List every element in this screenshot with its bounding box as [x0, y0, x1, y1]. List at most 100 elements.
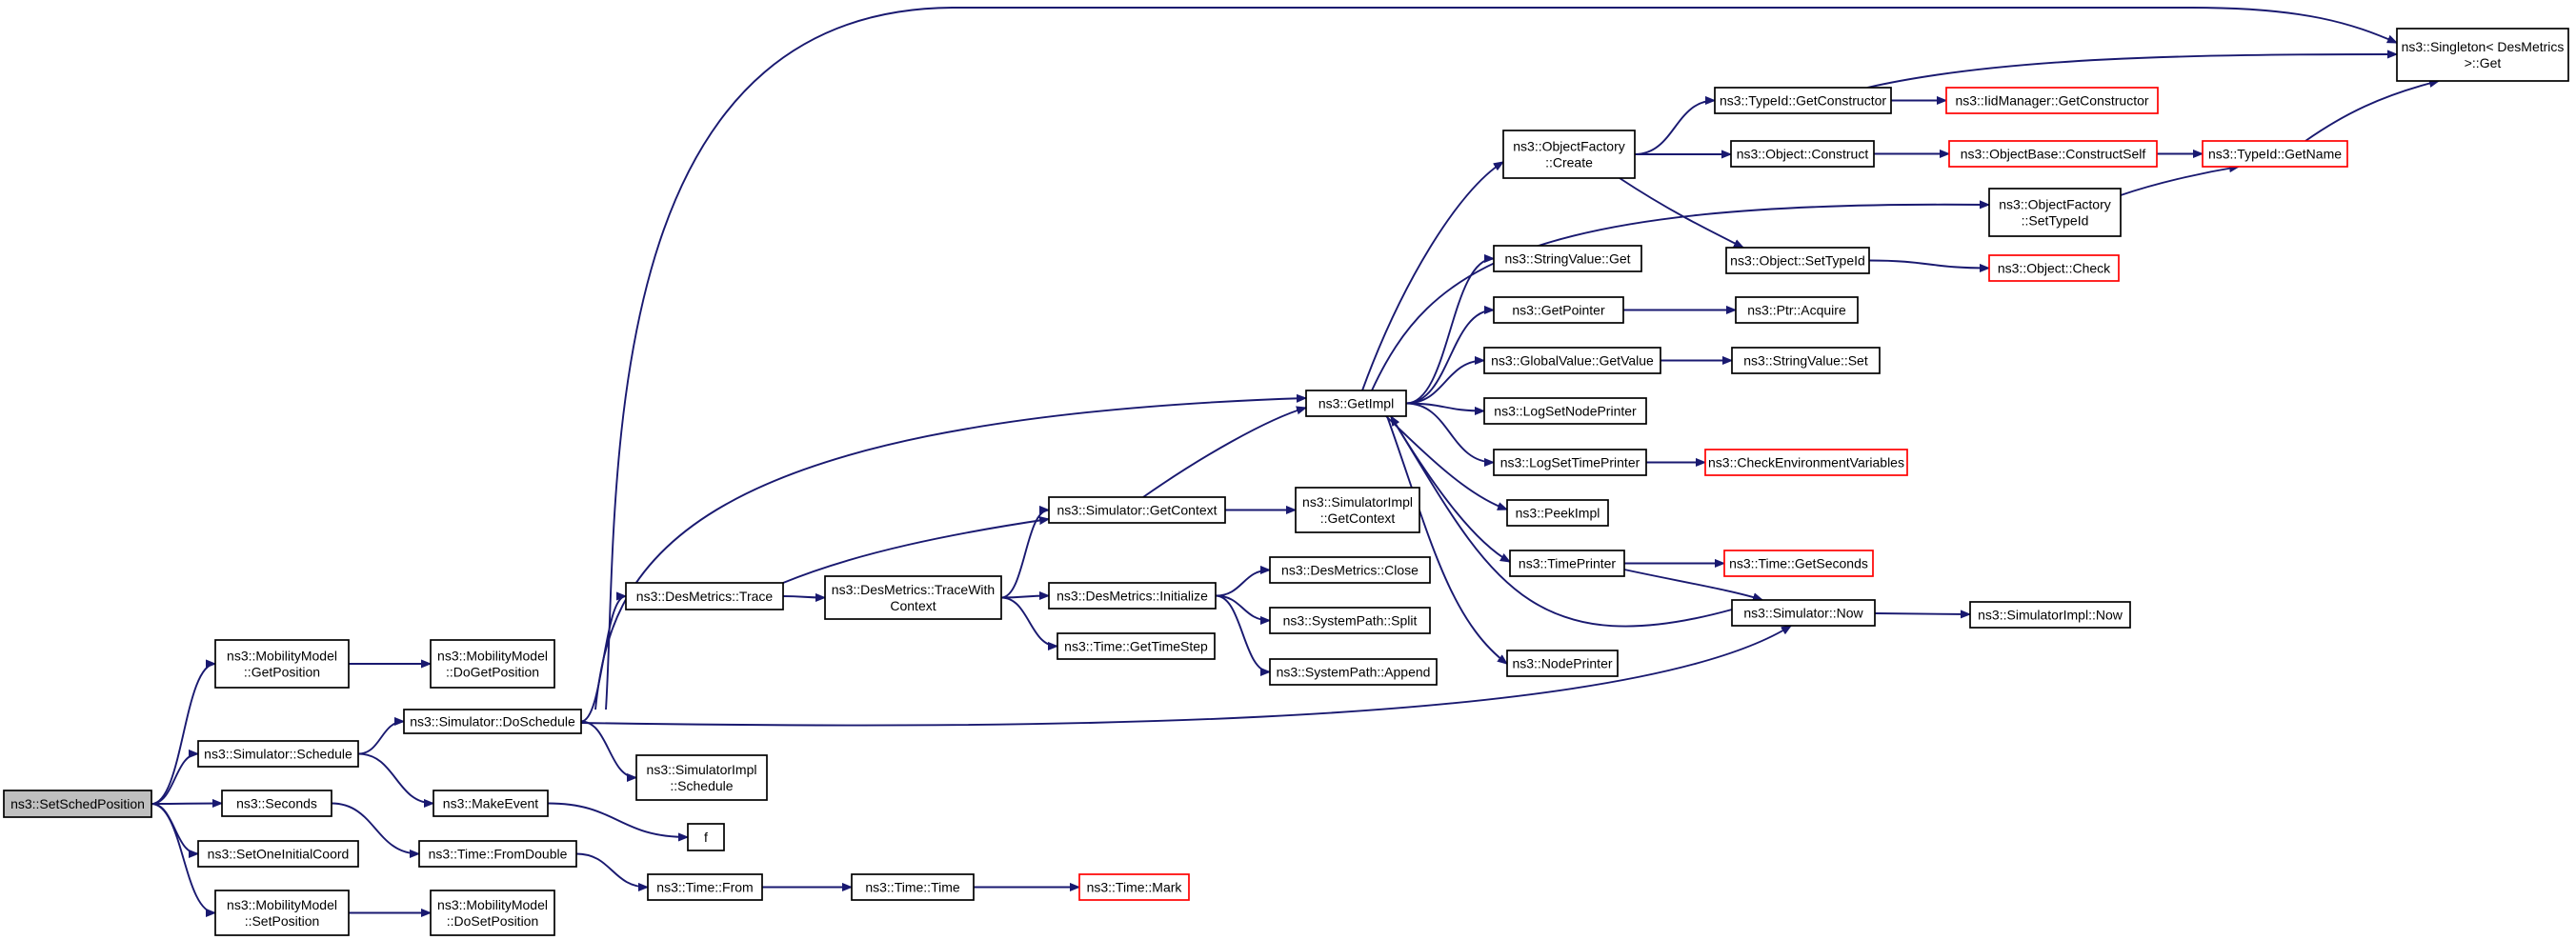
- edge-typeIdGetCtor-to-singletonGet: [1866, 54, 2397, 89]
- node-timeTime[interactable]: ns3::Time::Time: [851, 873, 975, 901]
- node-label: ns3::SetSchedPosition: [10, 796, 145, 811]
- node-box: [1731, 347, 1881, 374]
- edge-timeFromDouble-to-timeFrom: [575, 852, 648, 888]
- node-root[interactable]: ns3::SetSchedPosition: [3, 790, 152, 818]
- node-label: ns3::CheckEnvironmentVariables: [1708, 455, 1904, 470]
- edge-desTrace-to-desTraceCtx: [782, 596, 825, 598]
- node-box: [1735, 296, 1859, 324]
- node-label: ns3::StringValue::Get: [1504, 251, 1630, 267]
- node-box: [403, 709, 582, 734]
- node-strValSet[interactable]: ns3::StringValue::Set: [1731, 347, 1881, 374]
- node-desTrace[interactable]: ns3::DesMetrics::Trace: [625, 582, 784, 610]
- node-checkEnv[interactable]: ns3::CheckEnvironmentVariables: [1704, 449, 1908, 476]
- node-peekImpl[interactable]: ns3::PeekImpl: [1506, 499, 1609, 527]
- node-objSetTypeId[interactable]: ns3::Object::SetTypeId: [1725, 247, 1870, 274]
- node-label: ns3::DesMetrics::Trace: [636, 589, 774, 604]
- node-label: ns3::MobilityModel: [227, 649, 337, 664]
- node-box: [1493, 449, 1647, 476]
- node-mmDoSetPos[interactable]: ns3::MobilityModel::DoSetPosition: [430, 890, 555, 936]
- node-timeFrom[interactable]: ns3::Time::From: [647, 873, 763, 901]
- node-simSchedule[interactable]: ns3::Simulator::Schedule: [197, 740, 359, 768]
- edge-root-to-mmGetPos: [151, 664, 216, 805]
- node-box: [2396, 28, 2569, 82]
- node-simImplSchedule[interactable]: ns3::SimulatorImpl::Schedule: [635, 754, 768, 801]
- node-strValGet[interactable]: ns3::StringValue::Get: [1493, 245, 1642, 272]
- node-label: >::Get: [2465, 55, 2502, 70]
- node-box: [1509, 550, 1625, 577]
- node-box: [1714, 87, 1892, 114]
- node-getImpl[interactable]: ns3::GetImpl: [1305, 390, 1407, 417]
- edge-simDoSchedule-to-simImplSchedule: [580, 720, 637, 778]
- node-box: [1078, 873, 1190, 901]
- node-box: [1969, 601, 2131, 629]
- node-label: ::SetPosition: [245, 913, 320, 929]
- node-sysAppend[interactable]: ns3::SystemPath::Append: [1269, 658, 1438, 686]
- node-timeGetStep[interactable]: ns3::Time::GetTimeStep: [1057, 632, 1216, 660]
- node-objFacSetTypeId[interactable]: ns3::ObjectFactory::SetTypeId: [1988, 188, 2122, 237]
- node-typeIdGetName[interactable]: ns3::TypeId::GetName: [2202, 140, 2348, 168]
- node-simDoSchedule[interactable]: ns3::Simulator::DoSchedule: [403, 709, 582, 734]
- node-box: [1057, 632, 1216, 660]
- node-timeMark[interactable]: ns3::Time::Mark: [1078, 873, 1190, 901]
- node-mmGetPos[interactable]: ns3::MobilityModel::GetPosition: [214, 639, 350, 689]
- edge-simGetCtx-to-getImpl: [1142, 408, 1306, 498]
- node-label: ns3::DesMetrics::Close: [1281, 563, 1419, 578]
- node-label: ns3::Time::GetSeconds: [1729, 556, 1868, 571]
- edge-getImpl-to-logSetNode: [1405, 402, 1484, 411]
- node-label: ::DoSetPosition: [447, 913, 539, 929]
- node-desInit[interactable]: ns3::DesMetrics::Initialize: [1048, 582, 1217, 610]
- node-box: [418, 840, 577, 868]
- node-f[interactable]: f: [687, 823, 725, 851]
- node-label: ns3::MobilityModel: [227, 897, 337, 912]
- node-box: [2202, 140, 2348, 168]
- node-getPointer[interactable]: ns3::GetPointer: [1493, 296, 1624, 324]
- node-label: ns3::NodePrinter: [1512, 656, 1612, 671]
- node-typeIdGetCtor[interactable]: ns3::TypeId::GetConstructor: [1714, 87, 1892, 114]
- node-iidGetCtor[interactable]: ns3::IidManager::GetConstructor: [1945, 87, 2159, 114]
- node-label: ns3::StringValue::Set: [1743, 353, 1868, 369]
- node-box: [1945, 87, 2159, 114]
- node-label: ns3::SimulatorImpl::Now: [1978, 608, 2123, 623]
- node-objCheck[interactable]: ns3::Object::Check: [1988, 254, 2120, 282]
- node-timePrinter[interactable]: ns3::TimePrinter: [1509, 550, 1625, 577]
- node-box: [214, 890, 350, 936]
- node-timeFromDouble[interactable]: ns3::Time::FromDouble: [418, 840, 577, 868]
- node-box: [1295, 487, 1420, 533]
- node-mmDoGetPos[interactable]: ns3::MobilityModel::DoGetPosition: [430, 639, 555, 689]
- node-simNow[interactable]: ns3::Simulator::Now: [1731, 599, 1876, 627]
- node-box: [1988, 254, 2120, 282]
- node-label: ns3::Object::Construct: [1737, 147, 1869, 162]
- node-logSetTime[interactable]: ns3::LogSetTimePrinter: [1493, 449, 1647, 476]
- node-box: [1269, 658, 1438, 686]
- node-objBaseConstruct[interactable]: ns3::ObjectBase::ConstructSelf: [1948, 140, 2158, 168]
- node-timeGetSeconds[interactable]: ns3::Time::GetSeconds: [1723, 550, 1874, 577]
- edge-simDoSchedule-to-getImpl: [594, 398, 1306, 710]
- node-simImplNow[interactable]: ns3::SimulatorImpl::Now: [1969, 601, 2131, 629]
- node-mmSetPos[interactable]: ns3::MobilityModel::SetPosition: [214, 890, 350, 936]
- node-singletonGet[interactable]: ns3::Singleton< DesMetrics>::Get: [2396, 28, 2569, 82]
- node-seconds[interactable]: ns3::Seconds: [221, 790, 332, 817]
- node-box: [1506, 650, 1619, 677]
- node-objConstruct[interactable]: ns3::Object::Construct: [1730, 140, 1875, 168]
- node-desClose[interactable]: ns3::DesMetrics::Close: [1269, 556, 1431, 584]
- node-ptrAcquire[interactable]: ns3::Ptr::Acquire: [1735, 296, 1859, 324]
- node-objFacCreate[interactable]: ns3::ObjectFactory::Create: [1502, 130, 1636, 179]
- node-label: ::Create: [1545, 155, 1593, 170]
- node-label: ::DoGetPosition: [446, 665, 539, 680]
- node-label: ns3::PeekImpl: [1516, 506, 1600, 521]
- node-simGetCtx[interactable]: ns3::Simulator::GetContext: [1048, 496, 1226, 524]
- node-box: [687, 823, 725, 851]
- node-nodePrinter[interactable]: ns3::NodePrinter: [1506, 650, 1619, 677]
- node-setOneInit[interactable]: ns3::SetOneInitialCoord: [197, 840, 359, 868]
- node-sysSplit[interactable]: ns3::SystemPath::Split: [1269, 607, 1431, 634]
- node-label: ::GetPosition: [244, 665, 320, 680]
- node-globalValGet[interactable]: ns3::GlobalValue::GetValue: [1483, 347, 1661, 374]
- edge-getImpl-to-strValGet: [1405, 259, 1495, 405]
- node-label: ns3::GlobalValue::GetValue: [1491, 353, 1654, 369]
- node-makeEvent[interactable]: ns3::MakeEvent: [433, 790, 549, 817]
- node-simImplGetCtx[interactable]: ns3::SimulatorImpl::GetContext: [1295, 487, 1420, 533]
- node-label: f: [704, 830, 708, 845]
- node-logSetNode[interactable]: ns3::LogSetNodePrinter: [1483, 397, 1647, 425]
- node-label: ns3::Simulator::Now: [1743, 606, 1863, 621]
